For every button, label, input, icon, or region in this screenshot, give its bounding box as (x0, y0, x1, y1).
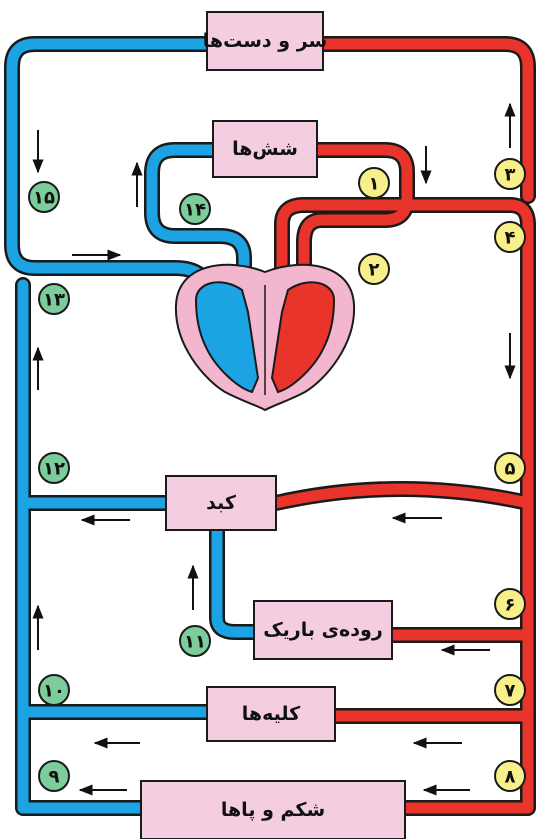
svg-text:۱۱: ۱۱ (184, 632, 206, 653)
marker-15: ۱۵ (29, 182, 59, 212)
svg-text:۶: ۶ (505, 595, 516, 616)
organ-head-arms: سر و دست‌ها (203, 12, 327, 70)
marker-13: ۱۳ (39, 284, 69, 314)
marker-14: ۱۴ (180, 194, 210, 224)
svg-text:۲: ۲ (369, 260, 380, 281)
svg-text:۱: ۱ (369, 174, 380, 195)
svg-text:۳: ۳ (505, 165, 516, 186)
organ-lungs: شش‌ها (213, 121, 317, 177)
marker-6: ۶ (495, 589, 525, 619)
marker-4: ۴ (495, 222, 525, 252)
heart (176, 265, 354, 410)
svg-text:۵: ۵ (505, 459, 516, 480)
marker-1: ۱ (359, 168, 389, 198)
svg-text:کلیه‌ها: کلیه‌ها (242, 703, 301, 725)
organ-small-intestine: روده‌ی باریک (254, 601, 392, 659)
svg-text:۱۳: ۱۳ (43, 290, 65, 311)
svg-text:۸: ۸ (505, 767, 516, 788)
svg-text:۴: ۴ (505, 228, 516, 249)
marker-3: ۳ (495, 159, 525, 189)
svg-text:شش‌ها: شش‌ها (232, 138, 298, 160)
marker-9: ۹ (39, 761, 69, 791)
organ-abdomen-legs: شکم و پاها (141, 781, 405, 839)
marker-8: ۸ (495, 761, 525, 791)
svg-text:شکم و پاها: شکم و پاها (221, 799, 325, 821)
marker-7: ۷ (495, 675, 525, 705)
svg-text:۷: ۷ (505, 681, 516, 702)
svg-text:۱۴: ۱۴ (184, 200, 206, 221)
svg-text:کبد: کبد (206, 492, 237, 514)
organ-kidneys: کلیه‌ها (207, 687, 335, 741)
marker-12: ۱۲ (39, 453, 69, 483)
marker-10: ۱۰ (39, 675, 69, 705)
svg-text:۹: ۹ (49, 767, 60, 788)
organ-liver: کبد (166, 476, 276, 530)
marker-11: ۱۱ (180, 626, 210, 656)
svg-text:روده‌ی باریک: روده‌ی باریک (263, 619, 383, 641)
svg-text:سر و دست‌ها: سر و دست‌ها (203, 30, 327, 52)
svg-text:۱۵: ۱۵ (33, 188, 55, 209)
svg-text:۱۰: ۱۰ (43, 681, 65, 702)
marker-5: ۵ (495, 453, 525, 483)
svg-text:۱۲: ۱۲ (43, 459, 65, 480)
marker-2: ۲ (359, 254, 389, 284)
